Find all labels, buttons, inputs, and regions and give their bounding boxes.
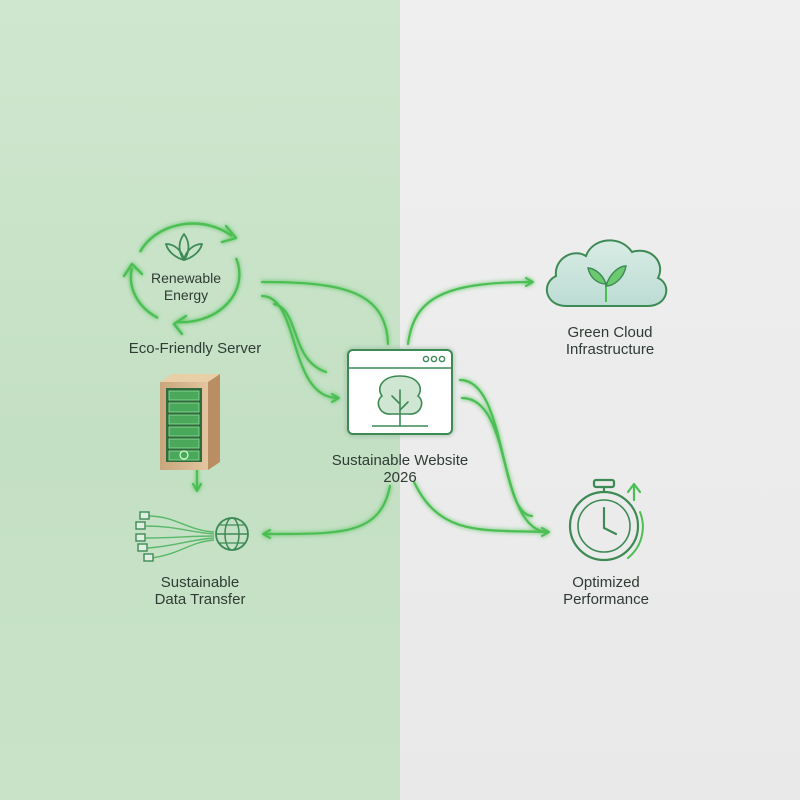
sustainable-data-transfer-label: Sustainable Data Transfer	[154, 574, 246, 608]
sprout-icon	[165, 233, 203, 261]
connector-energy-to-website-mid	[272, 302, 328, 374]
connector-website-to-performance-lower	[412, 480, 550, 534]
cable-globe-icon	[135, 511, 249, 562]
connector-website-to-performance-inner	[460, 396, 534, 518]
connector-energy-to-website	[260, 280, 390, 346]
leaf-cycle-icon	[122, 222, 241, 336]
cloud-sprout-icon	[545, 239, 668, 307]
connector-website-to-cloud	[406, 277, 534, 346]
green-cloud-infrastructure-label: Green Cloud Infrastructure	[565, 324, 655, 358]
sustainable-website-label: Sustainable Website 2026	[331, 452, 469, 486]
optimized-performance-label: Optimized Performance	[563, 574, 649, 608]
eco-friendly-server-label: Eco-Friendly Server	[128, 340, 262, 357]
stopwatch-icon	[568, 478, 644, 562]
connector-website-to-transfer	[262, 484, 392, 540]
browser-tree-icon	[347, 349, 453, 435]
renewable-energy-label: Renewable Energy	[150, 270, 222, 303]
connector-energy-to-website-inner	[260, 294, 340, 403]
connectors	[192, 277, 550, 540]
right-panel-background	[400, 0, 800, 800]
server-rack-icon	[160, 374, 220, 470]
